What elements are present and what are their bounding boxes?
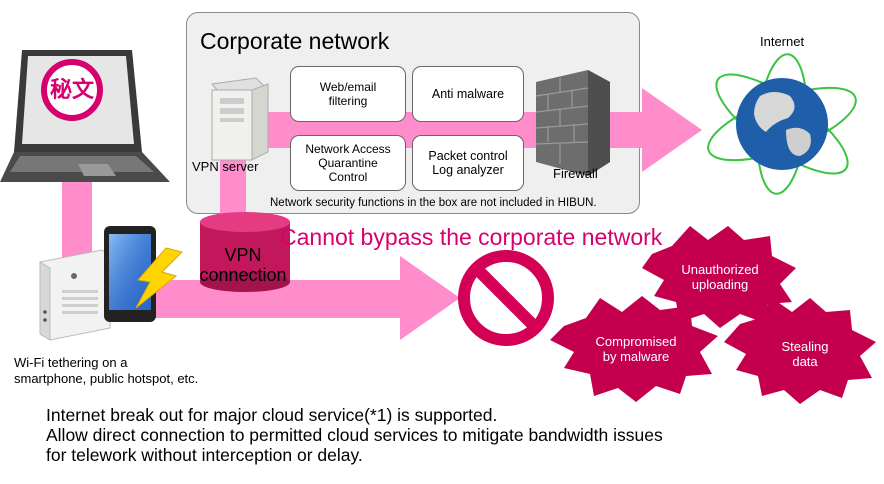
threat-compromised-by-malware: Compromised by malware: [595, 334, 677, 364]
burst-compromised-icon: [550, 296, 718, 402]
bottom-line-2: Allow direct connection to permitted clo…: [46, 425, 663, 445]
network-access-quarantine-box: Network Access Quarantine Control: [290, 135, 406, 191]
vpn-server-icon: [211, 77, 270, 161]
hibun-logo-icon: [41, 59, 103, 121]
hibun-logo-text: 秘文: [49, 77, 94, 102]
anti-malware-box: Anti malware: [412, 66, 524, 122]
firewall-icon: [535, 70, 610, 176]
threat-unauthorized-uploading: Unauthorized uploading: [681, 262, 759, 292]
vpn-cylinder-icon: [200, 212, 290, 292]
vpn-connection-label: VPN connection: [199, 245, 287, 285]
prohibition-icon: [458, 250, 554, 346]
bypass-warning: Cannot bypass the corporate network: [280, 224, 663, 250]
burst-stealing-icon: [724, 298, 876, 404]
corporate-to-internet-arrow: [246, 88, 702, 172]
bottom-description: Internet break out for major cloud servi…: [46, 405, 663, 465]
wifi-tethering-label: Wi-Fi tethering on a smartphone, public …: [14, 355, 199, 386]
vpn-server-label: VPN server: [192, 159, 259, 174]
threat-stealing-data: Stealing data: [781, 339, 829, 369]
security-note: Network security functions in the box ar…: [270, 197, 597, 209]
lightning-icon: [135, 247, 183, 309]
router-icon: [39, 249, 111, 341]
packet-control-box: Packet control Log analyzer: [412, 135, 524, 191]
burst-unauthorized-icon: [642, 226, 796, 328]
corporate-network-title: Corporate network: [200, 28, 390, 54]
bottom-line-1: Internet break out for major cloud servi…: [46, 405, 498, 425]
direct-bypass-arrow: [150, 256, 460, 340]
globe-icon: [707, 53, 857, 195]
firewall-label: Firewall: [553, 166, 598, 181]
bottom-line-3: for telework without interception or del…: [46, 445, 363, 465]
internet-label: Internet: [760, 34, 805, 49]
web-email-filtering-box: Web/email filtering: [290, 66, 406, 122]
